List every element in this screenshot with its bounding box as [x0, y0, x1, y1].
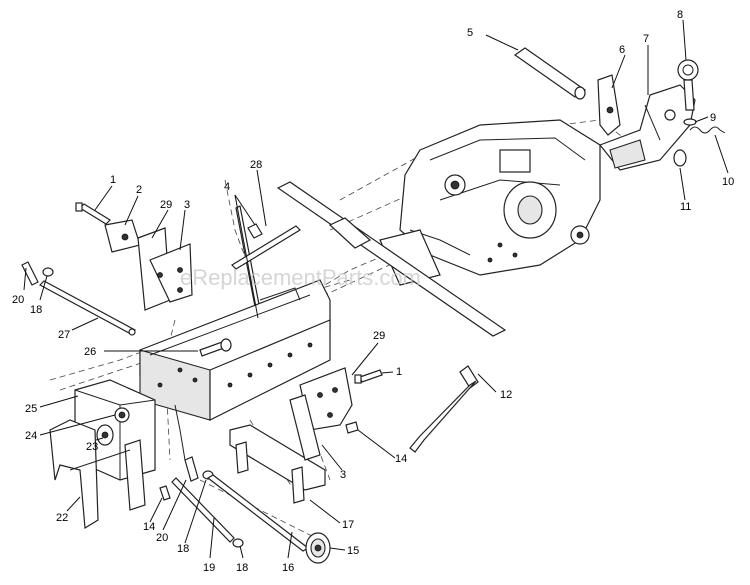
callout-20-upper: 20: [12, 294, 24, 306]
callout-9: 9: [710, 112, 716, 124]
callout-27: 27: [58, 329, 70, 341]
part-5-pin: [513, 47, 587, 100]
part-14-pin-right: [345, 421, 359, 434]
part-17-channel: [229, 424, 326, 504]
callout-2: 2: [136, 184, 142, 196]
part-1-bolt-upper: [75, 202, 111, 225]
part-9-washer: [683, 118, 697, 126]
callout-23: 23: [86, 441, 98, 453]
callout-14-lower: 14: [143, 521, 155, 533]
part-18-washer-upper: [42, 267, 54, 277]
part-1-bolt-lower: [354, 369, 383, 384]
main-frame: [139, 279, 331, 461]
part-23-pivot: [96, 424, 114, 446]
callout-16: 16: [282, 562, 294, 574]
part-10-spring-pin: [689, 126, 726, 134]
part-14-pin-lower-left: [159, 485, 171, 501]
callout-14-right: 14: [395, 453, 407, 465]
callout-24: 24: [25, 430, 37, 442]
callout-3-left: 3: [184, 199, 190, 211]
callout-18-lower: 18: [236, 562, 248, 574]
watermark: eReplacementParts.com: [180, 265, 421, 290]
callout-28: 28: [250, 159, 262, 171]
rear-axle-shaft: [276, 181, 507, 337]
part-20-pin-lower: [184, 456, 199, 482]
part-2-clamp: [104, 219, 141, 253]
part-22-lift-bracket: [49, 419, 146, 530]
part-15-wheel: [305, 532, 331, 564]
callout-1-lower: 1: [396, 366, 402, 378]
callout-6: 6: [619, 44, 625, 56]
callout-18-upper: 18: [30, 304, 42, 316]
callout-5: 5: [467, 27, 473, 39]
callout-15: 15: [347, 545, 359, 557]
callout-4: 4: [224, 181, 230, 193]
part-3-plate-right: [289, 394, 321, 461]
part-11-clip-ring: [673, 149, 687, 167]
transaxle-housing: [379, 119, 601, 286]
callout-26: 26: [84, 346, 96, 358]
callout-22: 22: [56, 512, 68, 524]
part-24-bushing: [114, 407, 130, 423]
callout-11: 11: [680, 201, 691, 213]
callout-numbers: 5 6 7 8 9 10 11 1 2 29 3 4 28 20 18 27 2…: [12, 9, 734, 574]
part-19-rod: [171, 477, 235, 543]
part-8-eye-bolt: [677, 59, 699, 111]
callout-29-right: 29: [373, 330, 385, 342]
part-18-washer-lower: [202, 470, 244, 548]
part-27-rod: [39, 280, 136, 336]
part-20-pin-upper: [21, 261, 39, 286]
callout-12: 12: [500, 389, 512, 401]
callout-19: 19: [203, 562, 215, 574]
callout-25: 25: [25, 403, 37, 415]
part-28-rod: [231, 225, 301, 270]
callout-8: 8: [677, 9, 683, 21]
part-26-bolt: [199, 338, 232, 357]
part-7-hitch-plate: [599, 84, 696, 171]
callout-10: 10: [722, 176, 734, 188]
callout-1-upper: 1: [110, 174, 116, 186]
callout-17: 17: [342, 519, 354, 531]
callout-18-mid: 18: [177, 543, 189, 555]
callout-20-lower: 20: [156, 532, 168, 544]
callout-3-right: 3: [340, 469, 346, 481]
part-12-handle: [409, 365, 479, 453]
callout-29-left: 29: [160, 199, 172, 211]
leader-lines: [23, 19, 729, 559]
callout-7: 7: [643, 33, 649, 45]
part-6-bracket: [597, 74, 621, 136]
part-3-plate-left: [149, 243, 193, 303]
